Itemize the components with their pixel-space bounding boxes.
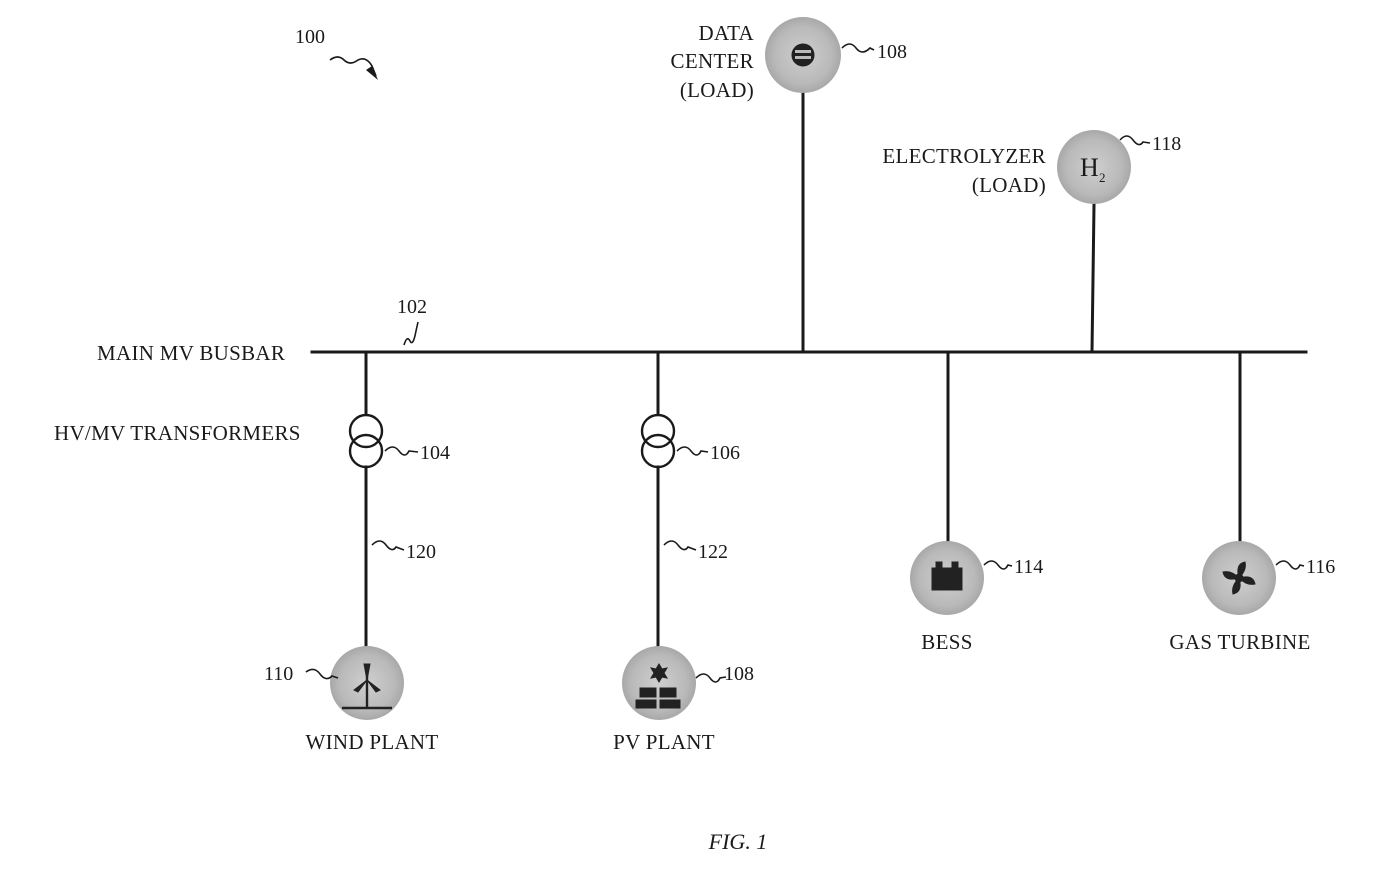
pv-plant-node: [622, 646, 696, 720]
wind-transformer-ref: 104: [420, 442, 450, 464]
figure-ref-number: 100: [295, 26, 325, 48]
electrolyzer-line: [1092, 205, 1094, 352]
busbar-ref: 102: [397, 296, 427, 318]
wind-feeder-ref: 120: [406, 541, 436, 563]
transformers-label: HV/MV TRANSFORMERS: [54, 421, 301, 445]
data-center-label-3: (LOAD): [680, 78, 754, 102]
pv-feeder-ref: 122: [698, 541, 728, 563]
bess-label: BESS: [921, 630, 972, 654]
electrolyzer-label-1: ELECTROLYZER: [882, 144, 1046, 168]
figure-ref-arrowhead: [366, 66, 378, 80]
pv-branch: 106 122 108 PV PLANT: [613, 352, 754, 754]
wind-plant-ref: 110: [264, 663, 293, 685]
wind-transformer-coil-top: [350, 415, 382, 447]
busbar-label: MAIN MV BUSBAR: [97, 341, 285, 365]
gas-turbine-branch: 116 GAS TURBINE: [1169, 352, 1335, 654]
server-icon: [792, 44, 814, 66]
main-busbar: MAIN MV BUSBAR 102: [97, 296, 1306, 365]
data-center-branch: DATA CENTER (LOAD) 108: [671, 17, 907, 352]
electrolyzer-ref: 118: [1152, 133, 1181, 155]
bess-branch: 114 BESS: [910, 352, 1043, 654]
data-center-ref: 108: [877, 41, 907, 63]
gas-turbine-ref-leader: [1276, 561, 1304, 569]
figure-ref-arrow: [330, 57, 376, 76]
gas-turbine-ref: 116: [1306, 556, 1335, 578]
gas-turbine-label: GAS TURBINE: [1169, 630, 1310, 654]
pv-plant-ref-leader: [696, 674, 726, 682]
bess-ref-leader: [984, 561, 1012, 569]
figure-reference: 100: [295, 26, 378, 80]
wind-plant-label: WIND PLANT: [305, 730, 438, 754]
hydrogen-icon-subscript: 2: [1099, 170, 1106, 185]
data-center-label-1: DATA: [698, 21, 754, 45]
electrolyzer-branch: H 2 ELECTROLYZER (LOAD) 118: [882, 130, 1181, 352]
figure-caption: FIG. 1: [708, 829, 768, 854]
pv-transformer-ref: 106: [710, 442, 740, 464]
wind-branch: 104 120 110 WIND PLANT: [264, 352, 450, 754]
electrolyzer-ref-leader: [1120, 136, 1150, 145]
pv-transformer-coil-top: [642, 415, 674, 447]
pv-plant-label: PV PLANT: [613, 730, 715, 754]
wind-transformer-ref-leader: [385, 447, 418, 455]
pv-feeder-ref-leader: [664, 541, 696, 550]
data-center-ref-leader: [842, 44, 874, 52]
pv-plant-ref: 108: [724, 663, 754, 685]
pv-transformer-ref-leader: [677, 447, 708, 455]
bess-ref: 114: [1014, 556, 1043, 578]
wind-feeder-ref-leader: [372, 541, 404, 550]
electrolyzer-label-2: (LOAD): [972, 173, 1046, 197]
data-center-label-2: CENTER: [671, 49, 754, 73]
hydrogen-icon: H: [1080, 153, 1099, 182]
busbar-ref-leader: [404, 322, 418, 345]
